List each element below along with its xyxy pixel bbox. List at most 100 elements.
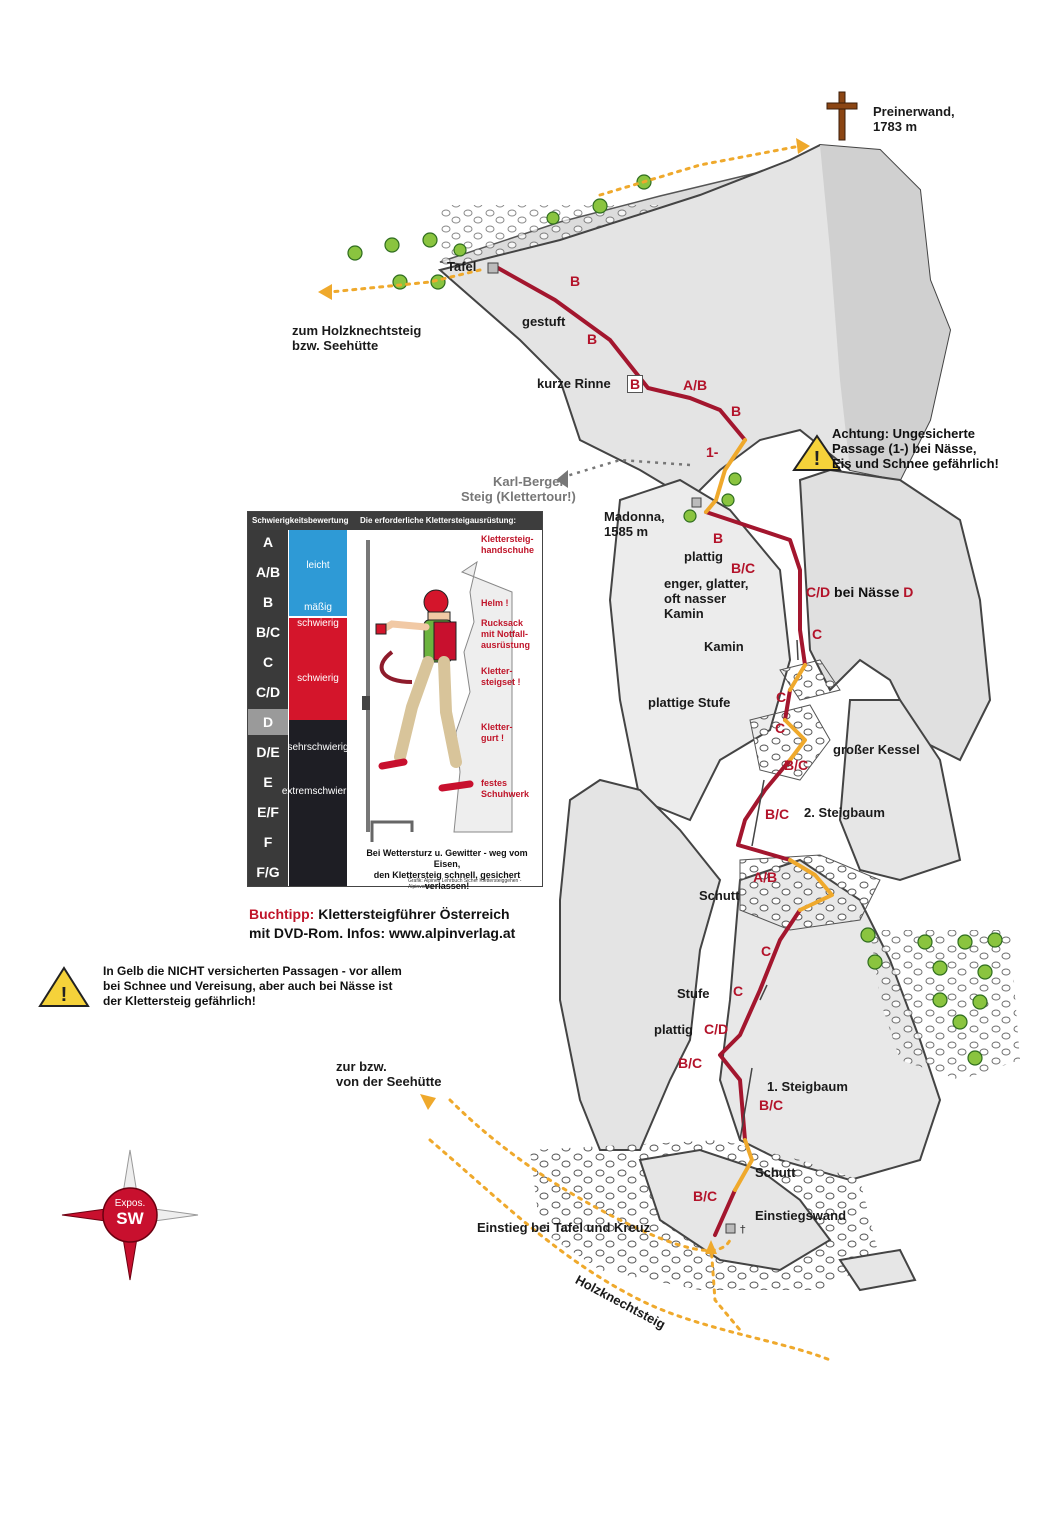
warning-icon-top: ! (792, 434, 842, 471)
grade-label: B (713, 530, 724, 546)
band-schwierig-1: schwierig (289, 618, 347, 638)
grade-label: C (775, 720, 786, 736)
svg-text:!: ! (814, 448, 821, 470)
label-kurze-rinne: kurze Rinne (537, 376, 611, 391)
grade-label: A/B (683, 377, 708, 393)
einstieg-marker (725, 1223, 736, 1234)
svg-text:†: † (740, 1223, 746, 1236)
label-tafel: Tafel (447, 259, 477, 274)
grade-cell: B/C (255, 624, 281, 640)
grading-header: Schwierigkeitsbewertung (248, 512, 356, 530)
equipment-header: Die erforderliche Klettersteigausrüstung… (352, 512, 542, 530)
band-schwierig-2: schwierig (289, 638, 347, 720)
grade-label: C/D (704, 1021, 729, 1037)
label-einstieg: Einstieg bei Tafel und Kreuz (477, 1220, 651, 1235)
grade-label: C (812, 626, 823, 642)
einstiegswand-rock (638, 1148, 832, 1272)
grade-label: B/C (731, 560, 756, 576)
grade-label: C (776, 689, 787, 705)
grade-label: B (587, 331, 598, 347)
grade-cell: D/E (256, 744, 280, 760)
grade-cell: E (263, 774, 273, 790)
unsecured-passages (704, 438, 834, 1192)
label-steigbaum-2: 2. Steigbaum (804, 805, 885, 820)
legend-panel: Schwierigkeitsbewertung Die erforderlich… (247, 511, 543, 891)
grade-label: C (761, 943, 772, 959)
label-plattig-lower: plattig (654, 1022, 693, 1037)
madonna-tower (608, 478, 792, 822)
ladders (739, 639, 799, 1141)
grade-cell: E/F (257, 804, 279, 820)
label-schutt-low: Schutt (755, 1165, 796, 1180)
grade-cell: F (263, 834, 273, 850)
grade-label: C (733, 983, 744, 999)
grade-cell: A (262, 534, 274, 550)
equip-gurt: Kletter-gurt ! (481, 722, 513, 743)
boulder (838, 1248, 917, 1292)
grade-label: C/D bei Nässe D (806, 584, 914, 600)
grade-cell: D (248, 709, 288, 735)
equip-helm: Helm ! (481, 598, 509, 608)
grade-label: B (731, 403, 742, 419)
grade-column (248, 530, 288, 886)
climber-illustration (362, 540, 513, 842)
warning-bottom-text: In Gelb die NICHT versicherten Passagen … (103, 964, 402, 1008)
equip-set: Kletter-steigset ! (481, 666, 521, 687)
madonna-marker (691, 497, 702, 508)
label-steigbaum-1: 1. Steigbaum (767, 1079, 848, 1094)
middle-scree-band (739, 854, 881, 931)
grade-cell: A/B (255, 564, 281, 580)
label-madonna: Madonna,1585 m (604, 509, 665, 539)
grade-cell: C (262, 654, 274, 670)
grade-label: 1- (706, 444, 719, 460)
band-maessig: mäßig (289, 586, 347, 616)
summit-tower-shade (820, 145, 950, 480)
right-rib-2 (838, 699, 962, 882)
grade-label: A/B (753, 869, 778, 885)
label-kamin: Kamin (704, 639, 744, 654)
grade-cell: C/D (255, 684, 281, 700)
grade-label: B/C (693, 1188, 718, 1204)
grade-label: B/C (678, 1055, 703, 1071)
grade-label: B/C (759, 1097, 784, 1113)
vegetation (347, 174, 1003, 1066)
label-plattig-upper: plattig (684, 549, 723, 564)
weather-note: Bei Wettersturz u. Gewitter - weg vom Ei… (366, 848, 528, 891)
lower-left-pillar (559, 778, 722, 1151)
legend-credit: Grafik: Alpines Lehrbuch Sicher Kletters… (408, 878, 522, 890)
label-schutt-mid: Schutt (699, 888, 740, 903)
tafel-marker (487, 262, 499, 274)
grade-label: B (627, 375, 644, 393)
book-tip: Buchtipp: Klettersteigführer Österreich … (249, 906, 516, 941)
label-plattige-stufe: plattige Stufe (648, 695, 731, 710)
route-line (496, 266, 807, 1237)
label-zur-seehuette: zur bzw.von der Seehütte (336, 1059, 442, 1089)
grade-label: B (570, 273, 581, 289)
kessel-scree (749, 704, 831, 781)
grade-label: B/C (765, 806, 790, 822)
grade-cell: B (262, 594, 274, 610)
compass-label: Expos. SW (114, 1198, 146, 1228)
label-gestuft: gestuft (522, 314, 566, 329)
approach-trails (328, 144, 832, 1362)
svg-text:!: ! (61, 984, 68, 1006)
compass-icon (61, 1149, 199, 1281)
warning-icon-bottom: ! (38, 966, 90, 1007)
summit-cross-icon (826, 91, 858, 141)
label-einstiegswand: Einstiegswand (755, 1208, 847, 1223)
grade-label: B/C (784, 757, 809, 773)
equip-handschuhe: Klettersteig-handschuhe (481, 534, 535, 555)
grade-cell: F/G (256, 864, 280, 880)
label-grosser-kessel: großer Kessel (833, 742, 920, 757)
summit-name: Preinerwand,1783 m (873, 104, 955, 134)
label-stufe: Stufe (677, 986, 710, 1001)
